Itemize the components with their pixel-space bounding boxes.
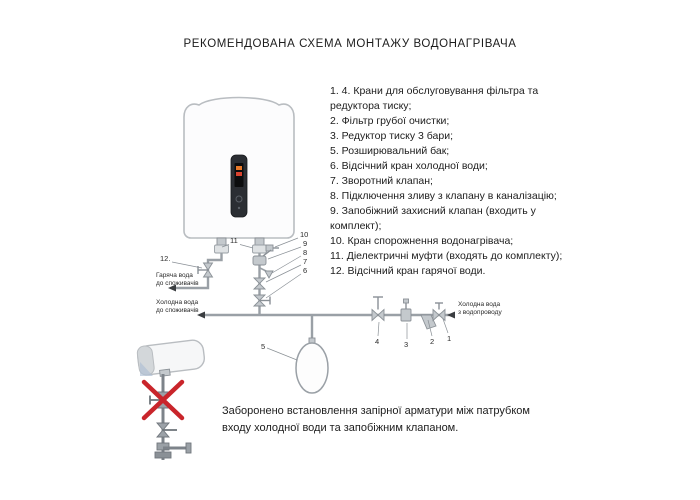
red-cross-icon: [141, 379, 185, 421]
callout-2: 2: [430, 337, 434, 346]
legend-item: 7. Зворотний клапан;: [330, 175, 433, 187]
callout-8: 8: [303, 248, 307, 257]
small-heater: [136, 339, 206, 377]
control-knob: [235, 195, 243, 203]
pressure-reducer: [400, 298, 412, 322]
callout-7: 7: [303, 257, 307, 266]
dielectric-coupling-right: [252, 244, 267, 254]
label-cold-out-2: до споживачів: [156, 306, 199, 314]
indicator-dot: [237, 206, 241, 210]
display-segment-top: [236, 166, 242, 170]
label-cold-in-1: Холодна вода: [458, 301, 501, 308]
callout-12: 12.: [160, 254, 170, 263]
legend-item: 5. Розширювальний бак;: [330, 145, 450, 157]
callout-10: 10: [300, 230, 308, 239]
inset-lower-fittings: [154, 422, 192, 459]
label-cold-out-1: Холодна вода: [156, 299, 199, 306]
inset-shadow: [140, 362, 153, 376]
service-valve-4: [371, 296, 385, 322]
safety-valve: [252, 249, 272, 266]
dielectric-coupling-left: [214, 244, 229, 254]
expansion-tank: [295, 315, 329, 394]
hot-outlet-stub: [216, 237, 227, 246]
heater-control-panel: [230, 154, 248, 218]
check-valve: [252, 277, 267, 290]
callout-6: 6: [303, 266, 307, 275]
legend-item: 10. Кран спорожнення водонагрівача;: [330, 235, 514, 247]
legend-item: 3. Редуктор тиску 3 бари;: [330, 130, 453, 142]
callout-11: 11: [230, 236, 238, 245]
legend-item: 1. 4. Крани для обслуговування фільтра т…: [330, 85, 539, 112]
flow-arrow-cold-out: [197, 311, 205, 319]
callout-1: 1: [447, 334, 451, 343]
sewage-drain-connection: [259, 267, 274, 279]
flow-arrow-cold-in: [447, 311, 455, 319]
callout-4: 4: [375, 337, 379, 346]
legend-item: 8. Підключення зливу з клапану в каналіз…: [330, 190, 557, 202]
cold-water-assembly: [252, 244, 279, 315]
callout-5: 5: [261, 342, 265, 351]
flow-arrow-hot-out: [168, 284, 176, 292]
legend: 1. 4. Крани для обслуговування фільтра т…: [330, 84, 572, 279]
page-title: РЕКОМЕНДОВАНА СХЕМА МОНТАЖУ ВОДОНАГРІВАЧ…: [183, 38, 517, 50]
legend-item: 2. Фільтр грубої очистки;: [330, 115, 450, 127]
callouts: 11 12. 10 9 8 7 6 5 4 3 2 1: [160, 230, 451, 361]
cold-shutoff-valve: [252, 294, 271, 307]
warning-note: Заборонено встановлення запірної арматур…: [222, 405, 530, 434]
water-heater: [183, 96, 295, 254]
legend-item: 6. Відсічний кран холодної води;: [330, 160, 488, 172]
display-segment-bottom: [236, 172, 242, 176]
label-cold-in-2: з водопроводу: [458, 309, 502, 316]
legend-item: 12. Відсічний кран гарячої води.: [330, 265, 486, 277]
pipe-labels: Гаряча вода до споживачів Холодна вода д…: [156, 272, 502, 316]
cold-water-main-line: [197, 296, 455, 330]
cold-inlet-stub: [254, 237, 265, 246]
label-hot-out-1: Гаряча вода: [156, 272, 193, 279]
service-valve-1: [432, 302, 446, 322]
label-hot-out-2: до споживачів: [156, 279, 199, 287]
legend-item: 9. Запобіжний захисний клапан (входить у…: [330, 205, 536, 232]
hot-water-shutoff-valve: [197, 262, 214, 278]
callout-9: 9: [303, 239, 307, 248]
callout-3: 3: [404, 340, 408, 349]
prohibited-inset: [136, 339, 206, 460]
hot-water-pipe: [168, 253, 223, 292]
legend-item: 11. Діелектричні муфти (входять до компл…: [330, 250, 563, 262]
